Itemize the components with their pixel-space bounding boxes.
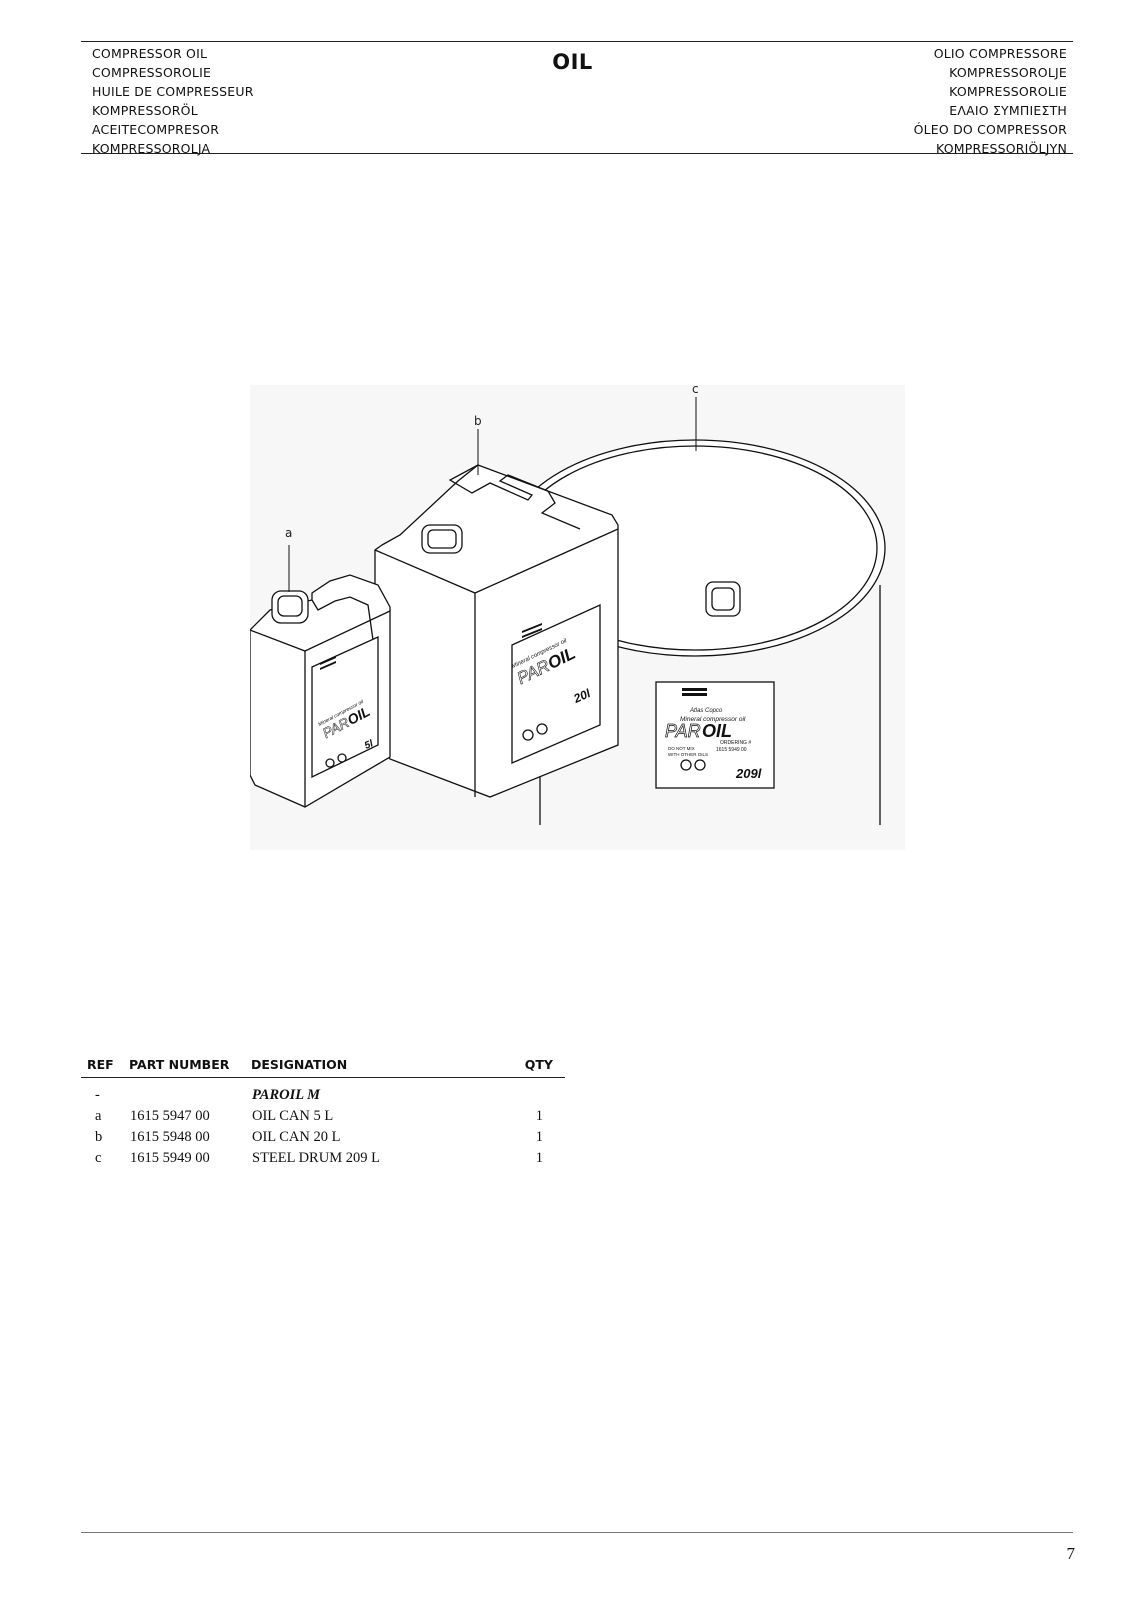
header-designation: DESIGNATION: [251, 1057, 348, 1072]
table-row-group: - PAROIL M: [81, 1087, 565, 1108]
drum-label-par: PAR: [665, 721, 701, 741]
header-ref: REF: [87, 1057, 114, 1072]
footer-rule: [81, 1532, 1073, 1533]
oil-can-5l: Mineral compressor oil PAR OIL 5l: [250, 574, 391, 808]
header-qty: QTY: [524, 1057, 553, 1072]
hazard-symbol-icon: [522, 729, 534, 741]
header-right-line: ÓLEO DO COMPRESSOR: [913, 122, 1067, 137]
header-left-line: KOMPRESSOROLJA: [92, 141, 211, 156]
table-row: b 1615 5948 00 OIL CAN 20 L 1: [81, 1129, 565, 1150]
drum-label-ordering: ORDERING #: [720, 740, 751, 746]
row-qty: 1: [535, 1108, 543, 1124]
header-right-line: KOMPRESSORIÖLJYN: [935, 141, 1067, 156]
atlas-copco-logo-icon: [682, 688, 707, 696]
drum-label-volume: 209l: [735, 766, 762, 781]
page-number: 7: [1066, 1544, 1076, 1563]
drum-label-warning-2: WITH OTHER OILS: [668, 752, 708, 757]
header-right-line: OLIO COMPRESSORE: [933, 46, 1067, 61]
drum-label-warning-1: DO NOT MIX: [668, 746, 695, 751]
row-ref: c: [95, 1150, 102, 1166]
header-left-translations: COMPRESSOR OIL COMPRESSOROLIE HUILE DE C…: [92, 44, 254, 158]
row-designation: OIL CAN 20 L: [252, 1129, 341, 1145]
row-qty: 1: [535, 1129, 543, 1145]
row-designation: STEEL DRUM 209 L: [252, 1150, 380, 1166]
header-right-line: KOMPRESSOROLIE: [949, 84, 1067, 99]
group-designation: PAROIL M: [252, 1087, 321, 1103]
recycle-symbol-icon: [694, 759, 706, 771]
drum-label-brand: Atlas Copco: [689, 708, 723, 714]
atlas-copco-logo-icon: [320, 656, 336, 670]
atlas-copco-logo-icon: [522, 623, 542, 638]
header-right-translations: OLIO COMPRESSORE KOMPRESSOROLJE KOMPRESS…: [914, 44, 1067, 158]
row-ref: -: [95, 1087, 100, 1103]
header-bottom-rule: [81, 153, 1073, 154]
row-part-number: 1615 5947 00: [130, 1108, 210, 1124]
hazard-symbol-icon: [680, 759, 692, 771]
table-row: c 1615 5949 00 STEEL DRUM 209 L 1: [81, 1150, 565, 1171]
drum-label-oil: OIL: [702, 721, 732, 741]
header-right-line: ΕΛΑΙΟ ΣΥΜΠΙΕΣΤΗ: [949, 103, 1067, 118]
header-left-line: HUILE DE COMPRESSEUR: [92, 84, 254, 99]
header-left-line: COMPRESSOR OIL: [92, 46, 208, 61]
header-part-number: PART NUMBER: [129, 1057, 230, 1072]
header-left-line: ACEITECOMPRESOR: [92, 122, 220, 137]
row-ref: b: [95, 1129, 103, 1145]
table-row: a 1615 5947 00 OIL CAN 5 L 1: [81, 1108, 565, 1129]
callout-c: c: [692, 385, 699, 396]
callout-b: b: [474, 414, 482, 428]
recycle-symbol-icon: [536, 723, 548, 735]
row-ref: a: [95, 1108, 102, 1124]
callout-a: a: [285, 526, 292, 540]
parts-table-body: - PAROIL M a 1615 5947 00 OIL CAN 5 L 1 …: [81, 1087, 565, 1171]
page-title: OIL: [552, 50, 593, 74]
callout-leaders: [288, 397, 697, 592]
drum-label-order-number: 1615 5949 00: [716, 747, 747, 753]
oil-containers-illustration: Atlas Copco Mineral compressor oil PAR O…: [250, 385, 905, 850]
drum-label-product: Mineral compressor oil: [680, 716, 746, 723]
header-left-line: KOMPRESSORÖL: [92, 103, 198, 118]
row-part-number: 1615 5949 00: [130, 1150, 210, 1166]
header-right-line: KOMPRESSOROLJE: [949, 65, 1067, 80]
row-qty: 1: [535, 1150, 543, 1166]
header-top-rule: [81, 41, 1073, 42]
hazard-symbol-icon: [325, 758, 335, 768]
can20-label-volume: 20l: [571, 686, 593, 706]
can5-label-volume: 5l: [363, 738, 375, 751]
row-designation: OIL CAN 5 L: [252, 1108, 334, 1124]
row-part-number: 1615 5948 00: [130, 1129, 210, 1145]
parts-table-header: REF PART NUMBER DESIGNATION QTY: [81, 1053, 565, 1078]
parts-table: REF PART NUMBER DESIGNATION QTY - PAROIL…: [81, 1053, 565, 1171]
header-left-line: COMPRESSOROLIE: [92, 65, 212, 80]
oil-can-20l: Mineral compressor oil PAR OIL 20l: [374, 464, 619, 798]
recycle-symbol-icon: [337, 753, 347, 763]
